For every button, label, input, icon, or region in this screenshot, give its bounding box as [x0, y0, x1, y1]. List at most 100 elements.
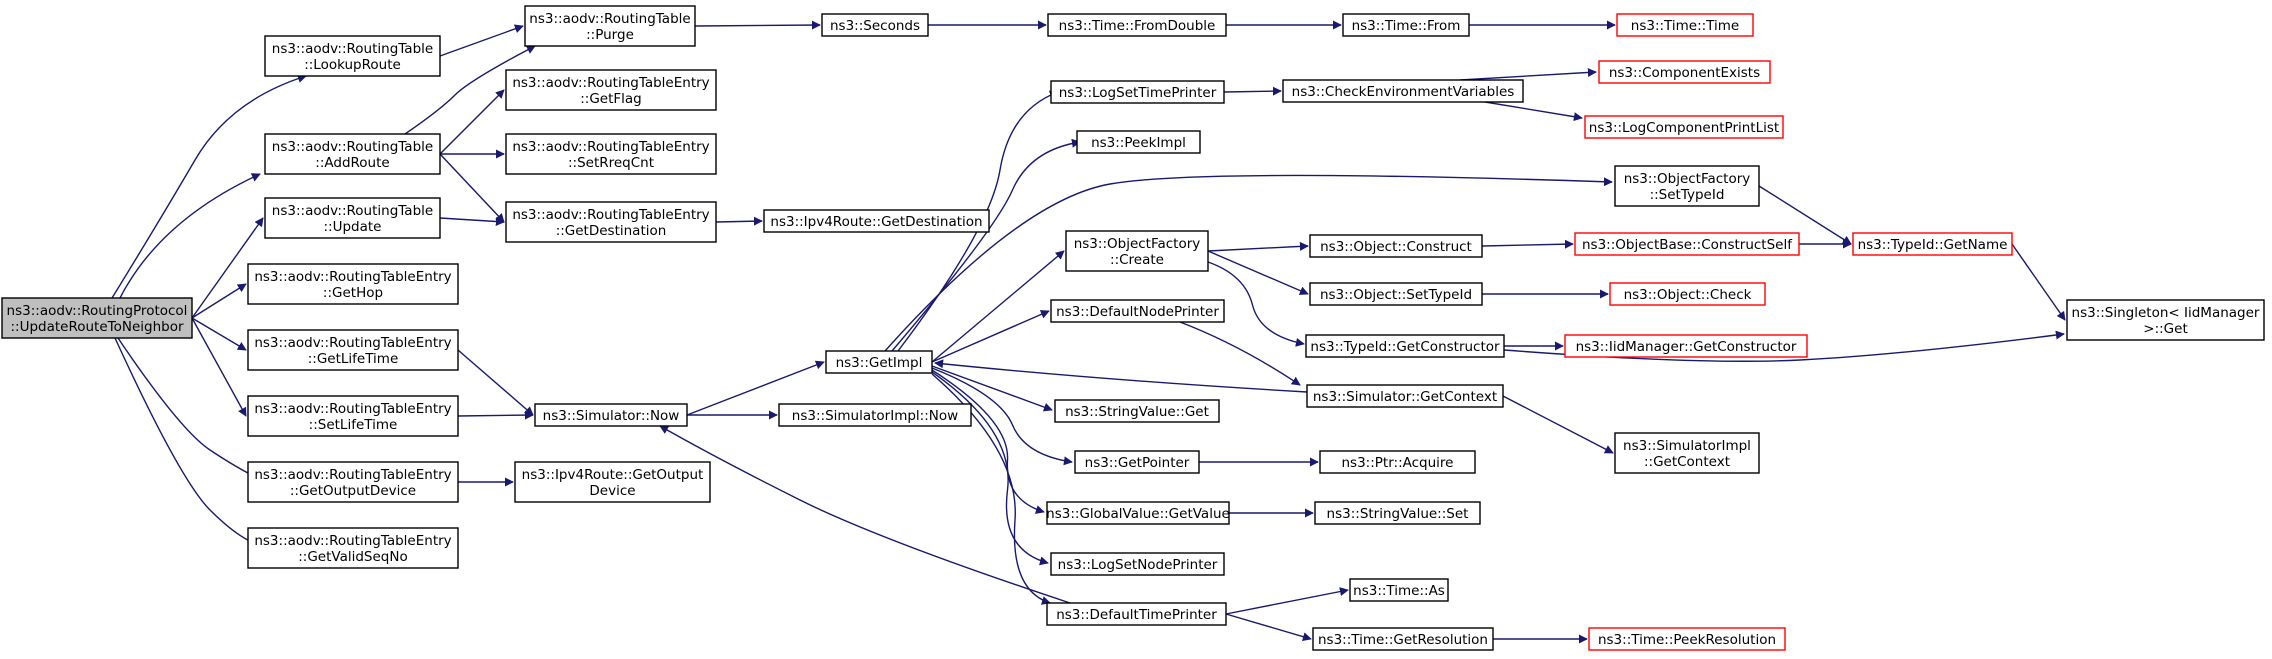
edge-root-to-update	[191, 217, 264, 319]
node-box	[1616, 13, 1754, 37]
node-box	[821, 13, 929, 37]
edge-setlifetime-to-simnow	[457, 410, 534, 420]
node-logsettime[interactable]: ns3::LogSetTimePrinter	[1050, 80, 1225, 104]
edge-ofcreate-to-objsettypeid	[1207, 250, 1309, 295]
node-objsettypeid[interactable]: ns3::Object::SetTypeId	[1309, 282, 1483, 306]
edge-lookup-to-purge	[439, 24, 524, 57]
edge-root-to-gethop	[191, 283, 247, 319]
node-label: ns3::aodv::RoutingTableEntry	[512, 75, 709, 91]
node-strvalget[interactable]: ns3::StringValue::Get	[1054, 399, 1220, 423]
node-box	[1588, 627, 1786, 651]
node-box	[1564, 334, 1808, 358]
node-getvalidseq[interactable]: ns3::aodv::RoutingTableEntry::GetValidSe…	[247, 527, 459, 569]
node-singletonget[interactable]: ns3::Singleton< IidManager >::Get	[2066, 299, 2265, 341]
node-label: ns3::Time::PeekResolution	[1598, 632, 1776, 648]
node-label: ns3::Simulator::Now	[543, 408, 680, 424]
edge-addroute-to-purge	[404, 45, 536, 135]
node-getdest[interactable]: ns3::aodv::RoutingTableEntry::GetDestina…	[505, 201, 717, 243]
edge-getimpl-to-getpointer	[931, 367, 1073, 466]
node-label: ns3::TypeId::GetConstructor	[1310, 339, 1500, 355]
node-simgetcontext[interactable]: ns3::Simulator::GetContext	[1306, 384, 1504, 408]
node-label: ::SetRreqCnt	[568, 155, 654, 171]
node-timefrom[interactable]: ns3::Time::From	[1342, 13, 1470, 37]
node-getconstructor[interactable]: ns3::TypeId::GetConstructor	[1305, 334, 1505, 358]
node-strvalset[interactable]: ns3::StringValue::Set	[1314, 501, 1481, 525]
node-purge[interactable]: ns3::aodv::RoutingTable::Purge	[524, 5, 696, 47]
node-simnow[interactable]: ns3::Simulator::Now	[534, 403, 688, 427]
edge-getimpl-to-deftimeprinter	[931, 373, 1051, 605]
node-root[interactable]: ns3::aodv::RoutingProtocol::UpdateRouteT…	[1, 297, 193, 339]
node-constructself[interactable]: ns3::ObjectBase::ConstructSelf	[1574, 232, 1800, 256]
node-logsetnode[interactable]: ns3::LogSetNodePrinter	[1050, 552, 1225, 576]
node-box	[1309, 234, 1483, 258]
node-setrreq[interactable]: ns3::aodv::RoutingTableEntry::SetRreqCnt	[505, 133, 717, 175]
node-peekimpl[interactable]: ns3::PeekImpl	[1076, 130, 1201, 154]
node-timetime[interactable]: ns3::Time::Time	[1616, 13, 1754, 37]
node-timegetres[interactable]: ns3::Time::GetResolution	[1312, 627, 1494, 651]
node-label: ns3::DefaultNodePrinter	[1056, 304, 1219, 320]
node-label: ns3::aodv::RoutingTableEntry	[254, 335, 451, 351]
node-addroute[interactable]: ns3::aodv::RoutingTable::AddRoute	[264, 133, 441, 175]
node-getoutdev[interactable]: ns3::aodv::RoutingTableEntry::GetOutputD…	[247, 461, 459, 503]
edge-getimpl-to-ofcreate	[931, 250, 1065, 363]
node-label: ns3::StringValue::Get	[1065, 404, 1209, 420]
node-peekres[interactable]: ns3::Time::PeekResolution	[1588, 627, 1786, 651]
node-ptracquire[interactable]: ns3::Ptr::Acquire	[1319, 450, 1476, 474]
node-label: ns3::aodv::RoutingTable	[272, 203, 433, 219]
node-label: ns3::Object::Construct	[1320, 239, 1472, 255]
node-getpointer[interactable]: ns3::GetPointer	[1074, 450, 1200, 474]
edge-simgetcontext-to-simimplgetcontext	[1502, 395, 1614, 454]
node-fromdouble[interactable]: ns3::Time::FromDouble	[1047, 13, 1227, 37]
node-box	[1282, 79, 1524, 103]
node-update[interactable]: ns3::aodv::RoutingTable::Update	[264, 197, 441, 239]
node-objconstruct[interactable]: ns3::Object::Construct	[1309, 234, 1483, 258]
node-deftimeprinter[interactable]: ns3::DefaultTimePrinter	[1046, 602, 1227, 626]
node-label: ns3::aodv::RoutingProtocol	[7, 303, 188, 319]
node-ipv4dest[interactable]: ns3::Ipv4Route::GetDestination	[763, 209, 990, 233]
node-box	[1574, 232, 1800, 256]
node-box	[1, 297, 193, 339]
node-ofcreate[interactable]: ns3::ObjectFactory::Create	[1065, 230, 1209, 272]
node-simimplnow[interactable]: ns3::SimulatorImpl::Now	[778, 403, 972, 427]
node-typeidgetname[interactable]: ns3::TypeId::GetName	[1852, 232, 2013, 256]
node-label: ns3::aodv::RoutingTableEntry	[254, 533, 451, 549]
node-label: ::GetDestination	[556, 223, 667, 239]
node-box	[1342, 13, 1470, 37]
node-box	[534, 403, 688, 427]
node-seconds[interactable]: ns3::Seconds	[821, 13, 929, 37]
node-label: ns3::Time::As	[1353, 583, 1445, 599]
node-ipv4outdev[interactable]: ns3::Ipv4Route::GetOutputDevice	[514, 461, 711, 503]
edge-checkenv-to-logcompprint	[1484, 101, 1583, 122]
node-box	[763, 209, 990, 233]
node-box	[1312, 627, 1494, 651]
node-box	[1050, 80, 1225, 104]
node-label: ns3::StringValue::Set	[1327, 506, 1469, 522]
node-timeas[interactable]: ns3::Time::As	[1349, 578, 1449, 602]
node-ofsettypeid[interactable]: ns3::ObjectFactory::SetTypeId	[1614, 165, 1760, 207]
node-box	[1614, 165, 1760, 207]
node-gvgetvalue[interactable]: ns3::GlobalValue::GetValue	[1046, 501, 1230, 525]
node-lookup[interactable]: ns3::aodv::RoutingTable::LookupRoute	[264, 35, 441, 77]
node-getimpl[interactable]: ns3::GetImpl	[825, 350, 933, 374]
node-label: ns3::aodv::RoutingTable	[529, 11, 690, 27]
node-checkenv[interactable]: ns3::CheckEnvironmentVariables	[1282, 79, 1524, 103]
node-getflag[interactable]: ns3::aodv::RoutingTableEntry::GetFlag	[505, 69, 717, 111]
node-logcompprint[interactable]: ns3::LogComponentPrintList	[1584, 115, 1784, 139]
node-box	[1319, 450, 1476, 474]
edge-root-to-getvalidseq	[114, 337, 263, 549]
node-label: ns3::Ptr::Acquire	[1342, 455, 1454, 471]
node-gethop[interactable]: ns3::aodv::RoutingTableEntry::GetHop	[247, 263, 459, 305]
node-iidgetconstructor[interactable]: ns3::IidManager::GetConstructor	[1564, 334, 1808, 358]
node-label: ns3::Seconds	[830, 18, 920, 34]
node-objcheck[interactable]: ns3::Object::Check	[1609, 282, 1766, 306]
node-label: ::Update	[324, 219, 382, 235]
node-defnodeprinter[interactable]: ns3::DefaultNodePrinter	[1050, 299, 1225, 323]
node-getlifetime[interactable]: ns3::aodv::RoutingTableEntry::GetLifeTim…	[247, 329, 459, 371]
node-simimplgetcontext[interactable]: ns3::SimulatorImpl::GetContext	[1614, 432, 1760, 474]
node-box	[264, 197, 441, 239]
node-box	[1050, 552, 1225, 576]
node-compexists[interactable]: ns3::ComponentExists	[1598, 60, 1771, 84]
node-setlifetime[interactable]: ns3::aodv::RoutingTableEntry::SetLifeTim…	[247, 395, 459, 437]
edge-update-to-getdest	[439, 217, 505, 226]
node-box	[1054, 399, 1220, 423]
